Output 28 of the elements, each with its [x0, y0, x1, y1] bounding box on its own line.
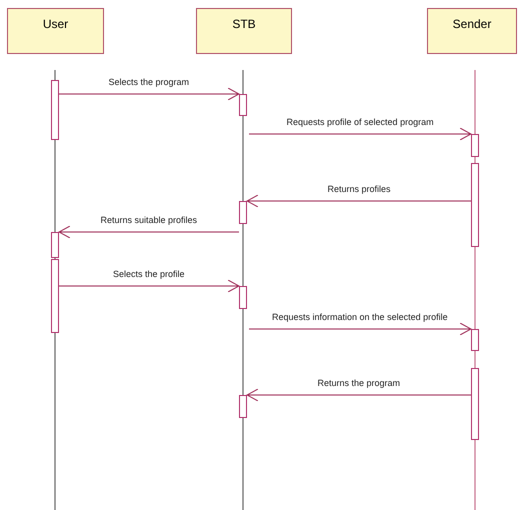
activation-bar	[239, 395, 247, 418]
message-label: Selects the program	[106, 77, 192, 87]
message-arrow	[58, 280, 240, 292]
message-label: Selects the profile	[111, 269, 187, 279]
message-arrow	[248, 322, 472, 336]
activation-bar	[239, 286, 247, 309]
message-arrow	[248, 128, 472, 140]
activation-bar	[471, 134, 479, 157]
message-arrow	[246, 194, 472, 208]
activation-bar	[471, 329, 479, 351]
message-label: Requests information on the selected profile	[270, 312, 450, 322]
message-label: Returns profiles	[326, 184, 393, 194]
activation-bar	[239, 201, 247, 224]
message-label: Returns suitable profiles	[98, 215, 200, 225]
activation-bar	[51, 259, 59, 333]
activation-bar	[51, 80, 59, 140]
lifeline-header: STB	[196, 8, 292, 54]
activation-bar	[471, 163, 479, 247]
message-arrow	[246, 388, 472, 402]
activation-bar	[239, 94, 247, 116]
activation-bar	[51, 232, 59, 258]
activation-bar	[471, 368, 479, 440]
message-label: Returns the program	[316, 378, 402, 388]
lifeline-header: User	[7, 8, 104, 54]
lifeline-header: Sender	[427, 8, 517, 54]
message-arrow	[58, 88, 240, 100]
message-label: Requests profile of selected program	[284, 117, 436, 127]
message-arrow	[58, 226, 240, 238]
